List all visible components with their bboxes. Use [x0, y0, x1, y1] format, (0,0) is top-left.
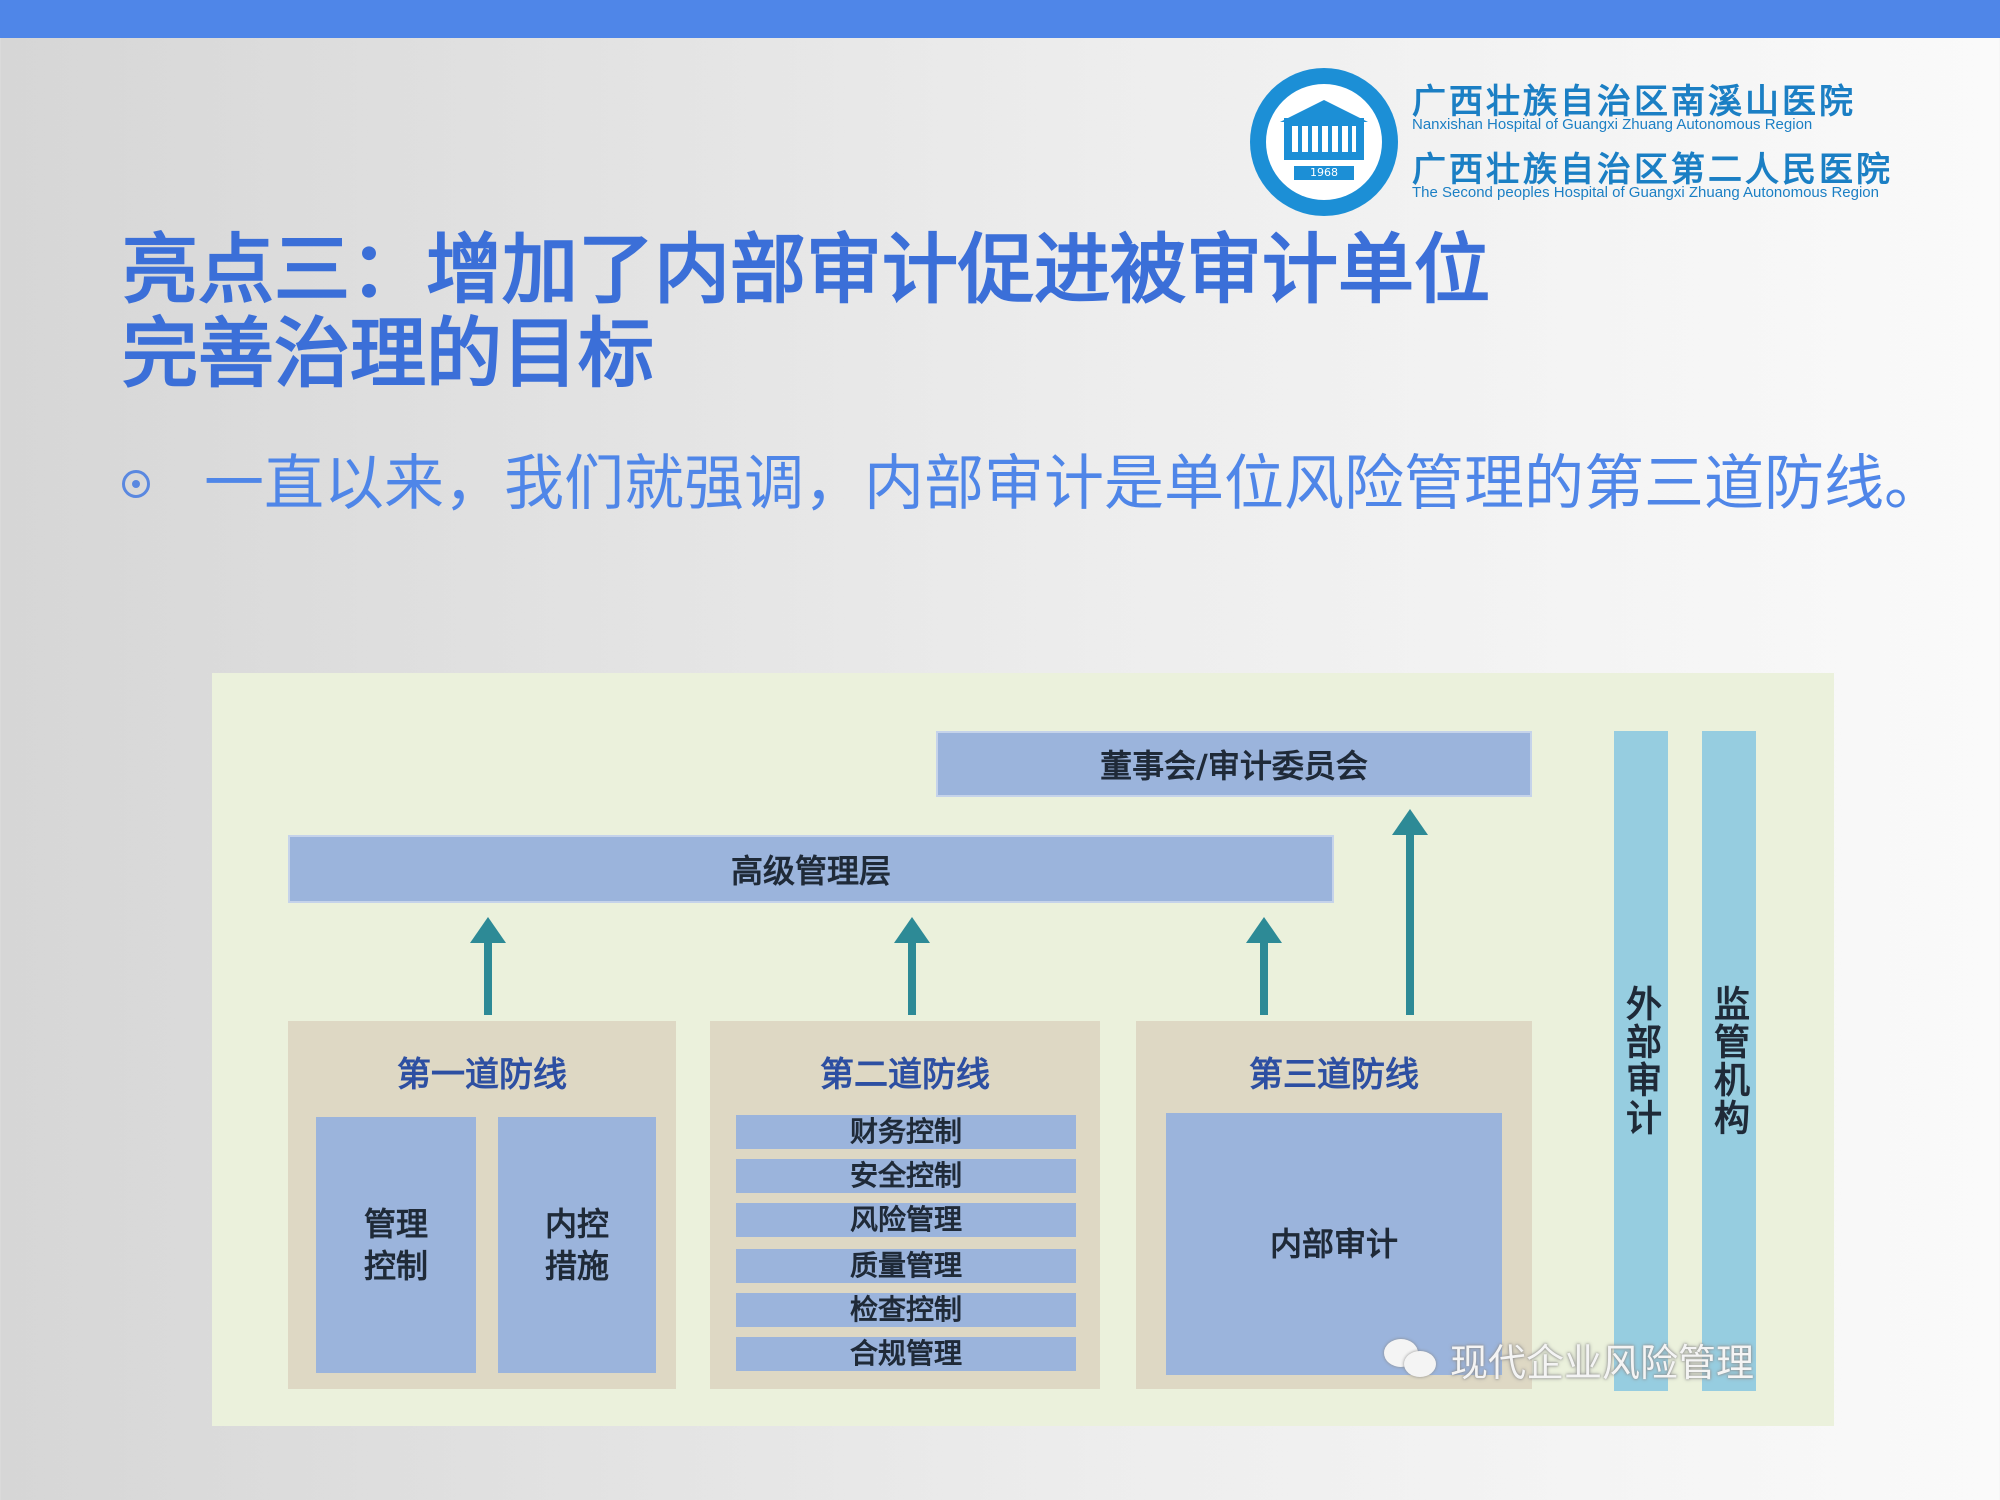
- list-item: 合规管理: [736, 1337, 1076, 1371]
- external-audit-bar: 外部审计: [1614, 731, 1668, 1391]
- internal-control-label: 内控措施: [544, 1205, 609, 1285]
- list-item: 风险管理: [736, 1203, 1076, 1237]
- second-hospital-name-en: The Second peoples Hospital of Guangxi Z…: [1412, 184, 1879, 201]
- seal-year: 1968: [1294, 166, 1354, 180]
- bullet-text: 一直以来，我们就强调，内部审计是单位风险管理的第三道防线。: [204, 449, 1944, 519]
- regulator-bar: 监管机构: [1702, 731, 1756, 1391]
- top-accent-bar: [0, 0, 2000, 38]
- list-item: 检查控制: [736, 1293, 1076, 1327]
- senior-management-box: 高级管理层: [288, 835, 1334, 903]
- list-item: 财务控制: [736, 1115, 1076, 1149]
- title-line-2: 完善治理的目标: [122, 309, 654, 398]
- arrow-up-icon: [894, 917, 930, 1015]
- title-line-1: 亮点三：增加了内部审计促进被审计单位: [122, 225, 1490, 314]
- third-line-label: 第三道防线: [1249, 1055, 1419, 1095]
- hospital-logo: 1968 广西壮族自治区南溪山医院 Nanxishan Hospital of …: [1250, 68, 1910, 216]
- second-line-panel: 第二道防线 财务控制 安全控制 风险管理 质量管理 检查控制 合规管理: [710, 1021, 1100, 1389]
- first-line-panel: 第一道防线 管理控制 内控措施: [288, 1021, 676, 1389]
- watermark-text: 现代企业风险管理: [1450, 1340, 1755, 1385]
- second-line-label: 第二道防线: [820, 1055, 990, 1095]
- bullet-circle-icon: [122, 470, 150, 498]
- wechat-icon: [1384, 1339, 1440, 1379]
- list-item: 质量管理: [736, 1249, 1076, 1283]
- hospital-seal-icon: 1968: [1250, 68, 1398, 216]
- slide-title: 亮点三：增加了内部审计促进被审计单位 完善治理的目标: [122, 228, 1490, 396]
- list-item: 安全控制: [736, 1159, 1076, 1193]
- arrow-up-icon: [1392, 809, 1428, 1015]
- three-lines-of-defense-diagram: 董事会/审计委员会 高级管理层 外部审计 监管机构 第一道防线 管理控制 内控措…: [212, 673, 1834, 1426]
- arrow-up-icon: [470, 917, 506, 1015]
- hospital-name-en: Nanxishan Hospital of Guangxi Zhuang Aut…: [1412, 116, 1813, 133]
- management-control-label: 管理控制: [363, 1205, 428, 1285]
- arrow-up-icon: [1246, 917, 1282, 1015]
- second-hospital-name-cn: 广西壮族自治区第二人民医院: [1412, 150, 1893, 190]
- first-line-label: 第一道防线: [397, 1055, 567, 1095]
- internal-control-box: 内控措施: [498, 1117, 656, 1373]
- board-audit-committee-box: 董事会/审计委员会: [936, 731, 1532, 797]
- third-line-panel: 第三道防线 内部审计: [1136, 1021, 1532, 1389]
- hospital-name-cn: 广西壮族自治区南溪山医院: [1412, 82, 1856, 122]
- wechat-watermark: 现代企业风险管理: [1384, 1329, 1754, 1389]
- management-control-box: 管理控制: [316, 1117, 476, 1373]
- internal-audit-box: 内部审计: [1166, 1113, 1502, 1375]
